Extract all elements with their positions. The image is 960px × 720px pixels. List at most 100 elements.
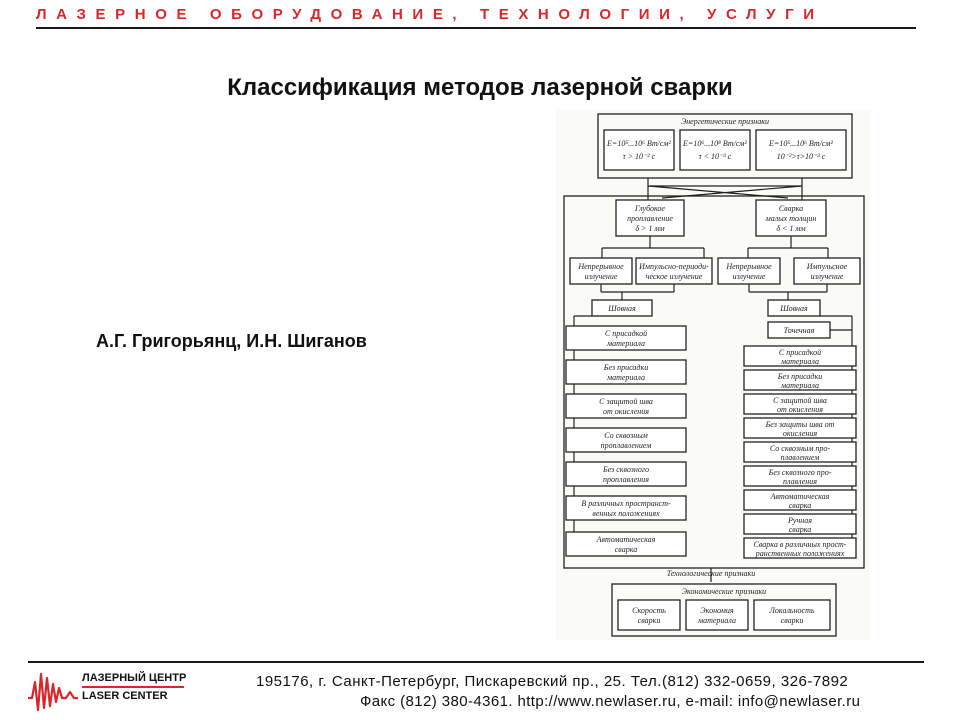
- left-item-4: Со сквозным проплавлением: [565, 427, 687, 453]
- classification-diagram: Энергетические признаки E=10⁵...10⁶ Вт/с…: [556, 110, 870, 640]
- svg-text:малых толщин: малых толщин: [765, 214, 817, 223]
- seam-right-box: Шовная: [767, 299, 821, 317]
- svg-text:материала: материала: [780, 381, 819, 390]
- left-item-6: В различных пространст- венных положения…: [565, 495, 687, 521]
- svg-text:излучение: излучение: [585, 272, 618, 281]
- svg-text:С присадкой: С присадкой: [779, 348, 821, 357]
- svg-text:Импульсно-периоди-: Импульсно-периоди-: [638, 262, 709, 271]
- right-mode-continuous: Непрерывное излучение: [717, 257, 781, 285]
- seam-connectors: [600, 284, 828, 300]
- econ-box-speed: Скорость сварки: [617, 599, 681, 631]
- svg-text:Локальность: Локальность: [768, 606, 814, 615]
- svg-text:излучение: излучение: [733, 272, 766, 281]
- thin-welding-box: Сварка малых толщин δ < 1 мм: [755, 199, 827, 237]
- footer-address: 195176, г. Санкт-Петербург, Пискаревский…: [256, 673, 849, 690]
- left-mode-pulsed-periodic: Импульсно-периоди- ческое излучение: [635, 257, 713, 285]
- diagram-canvas: Энергетические признаки E=10⁵...10⁶ Вт/с…: [563, 113, 865, 637]
- svg-text:Сварка в различных прост-: Сварка в различных прост-: [754, 540, 847, 549]
- right-item-3: С защитой шва от окисления: [743, 393, 857, 415]
- tech-group-frame: [563, 195, 865, 569]
- left-mode-continuous: Непрерывное излучение: [569, 257, 633, 285]
- logo-text-en: LASER CENTER: [82, 690, 168, 702]
- right-list: С присадкой материала Без присадки матер…: [743, 345, 857, 559]
- svg-text:ческое излучение: ческое излучение: [646, 272, 703, 281]
- svg-text:проплавления: проплавления: [603, 475, 649, 484]
- economic-group-frame: [611, 583, 837, 637]
- svg-text:от окисления: от окисления: [777, 405, 823, 414]
- right-item-2: Без присадки материала: [743, 369, 857, 391]
- svg-text:сварки: сварки: [638, 616, 661, 625]
- left-item-2: Без присадки материала: [565, 359, 687, 385]
- svg-text:Глубокое: Глубокое: [634, 204, 665, 213]
- svg-text:сварка: сварка: [789, 525, 812, 534]
- svg-text:Автоматическая: Автоматическая: [596, 535, 656, 544]
- right-item-4: Без защиты шва от окисления: [743, 417, 857, 439]
- energy-group-frame: [597, 113, 853, 179]
- svg-text:излучение: излучение: [811, 272, 844, 281]
- svg-text:Непрерывное: Непрерывное: [725, 262, 772, 271]
- left-item-7: Автоматическая сварка: [565, 531, 687, 557]
- econ-box-material: Экономия материала: [685, 599, 749, 631]
- svg-text:ранственных положениях: ранственных положениях: [755, 549, 845, 558]
- right-item-8: Ручная сварка: [743, 513, 857, 535]
- svg-text:В различных пространст-: В различных пространст-: [581, 499, 671, 508]
- svg-text:Непрерывное: Непрерывное: [577, 262, 624, 271]
- econ-box-locality: Локальность сварки: [753, 599, 831, 631]
- svg-text:Сварка: Сварка: [779, 204, 803, 213]
- svg-text:δ < 1 мм: δ < 1 мм: [776, 224, 805, 233]
- right-item-6: Без сквозного про- плавления: [743, 465, 857, 487]
- slide-title: Классификация методов лазерной сварки: [227, 74, 733, 101]
- laser-center-logo: ЛАЗЕРНЫЙ ЦЕНТР LASER CENTER: [26, 668, 196, 714]
- svg-text:Автоматическая: Автоматическая: [770, 492, 830, 501]
- svg-text:от окисления: от окисления: [603, 407, 649, 416]
- header-divider: [36, 27, 916, 29]
- mode-connectors: [601, 236, 829, 258]
- svg-text:Импульсное: Импульсное: [806, 262, 848, 271]
- svg-text:Скорость: Скорость: [632, 606, 666, 615]
- laser-wave-icon: [28, 672, 78, 712]
- svg-text:материала: материала: [606, 373, 645, 382]
- right-item-5: Со сквозным про- плавлением: [743, 441, 857, 463]
- footer-contacts: Факс (812) 380-4361. http://www.newlaser…: [360, 693, 861, 710]
- energy-connectors: [647, 178, 803, 200]
- left-item-5: Без сквозного проплавления: [565, 461, 687, 487]
- svg-text:сварка: сварка: [789, 501, 812, 510]
- energy-box-2: E=10⁶...10⁸ Вт/см² τ < 10⁻³ с: [679, 129, 751, 171]
- economic-group-label: Экономические признаки: [682, 587, 766, 596]
- svg-text:Со сквозным: Со сквозным: [604, 431, 648, 440]
- svg-text:С защитой шва: С защитой шва: [773, 396, 827, 405]
- svg-text:венных положениях: венных положениях: [592, 509, 660, 518]
- spot-right-box: Точечная: [767, 321, 831, 339]
- energy-box-3: E=10⁵...10⁶ Вт/см² 10⁻²>τ>10⁻³ с: [755, 129, 847, 171]
- right-item-7: Автоматическая сварка: [743, 489, 857, 511]
- svg-text:проплавлением: проплавлением: [601, 441, 652, 450]
- header-title: ЛАЗЕРНОЕ ОБОРУДОВАНИЕ, ТЕХНОЛОГИИ, УСЛУГ…: [36, 6, 824, 23]
- svg-text:Ручная: Ручная: [787, 516, 812, 525]
- svg-text:E=10⁶...10⁸ Вт/см²: E=10⁶...10⁸ Вт/см²: [682, 139, 747, 148]
- svg-text:проплавление: проплавление: [627, 214, 673, 223]
- svg-text:материала: материала: [606, 339, 645, 348]
- svg-text:сварки: сварки: [781, 616, 804, 625]
- logo-rule: [82, 686, 184, 688]
- svg-text:τ < 10⁻³ с: τ < 10⁻³ с: [699, 152, 732, 161]
- svg-text:окисления: окисления: [783, 429, 818, 438]
- svg-text:С защитой шва: С защитой шва: [599, 397, 653, 406]
- svg-text:материала: материала: [697, 616, 736, 625]
- deep-penetration-box: Глубокое проплавление δ > 1 мм: [615, 199, 685, 237]
- svg-text:сварка: сварка: [615, 545, 638, 554]
- svg-text:Шовная: Шовная: [779, 304, 808, 313]
- left-item-3: С защитой шва от окисления: [565, 393, 687, 419]
- right-mode-pulsed: Импульсное излучение: [793, 257, 861, 285]
- svg-text:Со сквозным про-: Со сквозным про-: [770, 444, 831, 453]
- svg-text:Без защиты шва от: Без защиты шва от: [765, 420, 835, 429]
- svg-text:С присадкой: С присадкой: [605, 329, 647, 338]
- svg-text:E=10⁵...10⁶ Вт/см²: E=10⁵...10⁶ Вт/см²: [768, 139, 833, 148]
- svg-text:Экономия: Экономия: [700, 606, 733, 615]
- svg-text:E=10⁵...10⁶ Вт/см²: E=10⁵...10⁶ Вт/см²: [606, 139, 671, 148]
- footer-divider: [28, 661, 924, 663]
- energy-group-label: Энергетические признаки: [681, 117, 769, 126]
- svg-text:Шовная: Шовная: [607, 304, 636, 313]
- svg-text:Без сквозного: Без сквозного: [602, 465, 649, 474]
- seam-left-box: Шовная: [591, 299, 653, 317]
- svg-text:Без присадки: Без присадки: [777, 372, 822, 381]
